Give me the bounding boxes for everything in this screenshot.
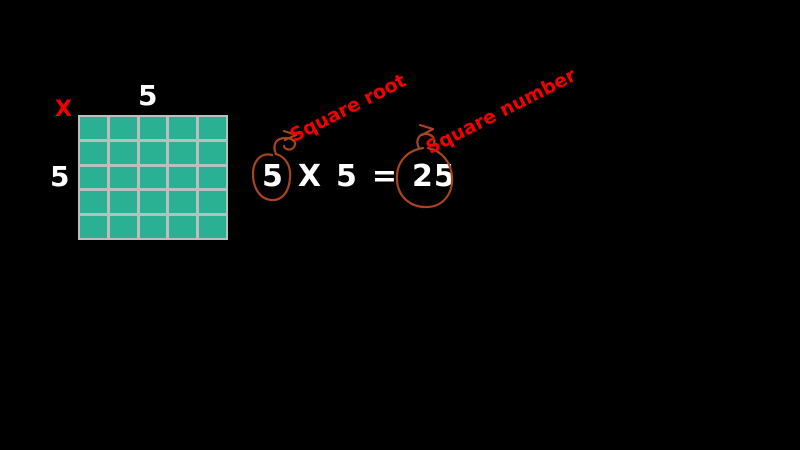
grid-cell <box>169 166 197 189</box>
equation-factor-a: 5 <box>262 159 284 194</box>
grid-cell <box>139 216 167 238</box>
grid-cell <box>109 117 137 139</box>
equation-equals-sign: = <box>371 159 399 194</box>
grid-cell <box>139 191 167 214</box>
square-area-model-grid <box>78 115 228 240</box>
equation-product: 25 <box>412 159 456 194</box>
grid-cell <box>109 191 137 214</box>
grid-cell <box>139 117 167 139</box>
callout-square-number-label: Square number <box>422 64 580 159</box>
grid-cell <box>80 117 107 139</box>
grid-cell <box>169 216 197 238</box>
grid-cell <box>80 191 107 214</box>
grid-cell <box>139 141 167 164</box>
grid-cell <box>109 141 137 164</box>
grid-cell <box>109 216 137 238</box>
grid-cell <box>109 166 137 189</box>
grid-cell <box>169 117 197 139</box>
corner-x-marker: X <box>55 97 72 122</box>
equation-factor-b: 5 <box>336 159 358 194</box>
grid-cell <box>139 166 167 189</box>
grid-cell <box>80 216 107 238</box>
grid-cell <box>199 216 226 238</box>
arrow-to-square-root-label <box>273 136 297 156</box>
callout-square-root-label: Square root <box>286 69 410 147</box>
grid-cell <box>199 117 226 139</box>
grid-cell <box>199 166 226 189</box>
grid-top-dimension-label: 5 <box>138 79 158 112</box>
grid-cell <box>169 141 197 164</box>
grid-cell <box>199 191 226 214</box>
grid-left-dimension-label: 5 <box>50 160 70 193</box>
grid-cell <box>80 166 107 189</box>
grid-cell <box>80 141 107 164</box>
grid-cell <box>199 141 226 164</box>
equation-operator: X <box>297 159 323 194</box>
grid-cell <box>169 191 197 214</box>
